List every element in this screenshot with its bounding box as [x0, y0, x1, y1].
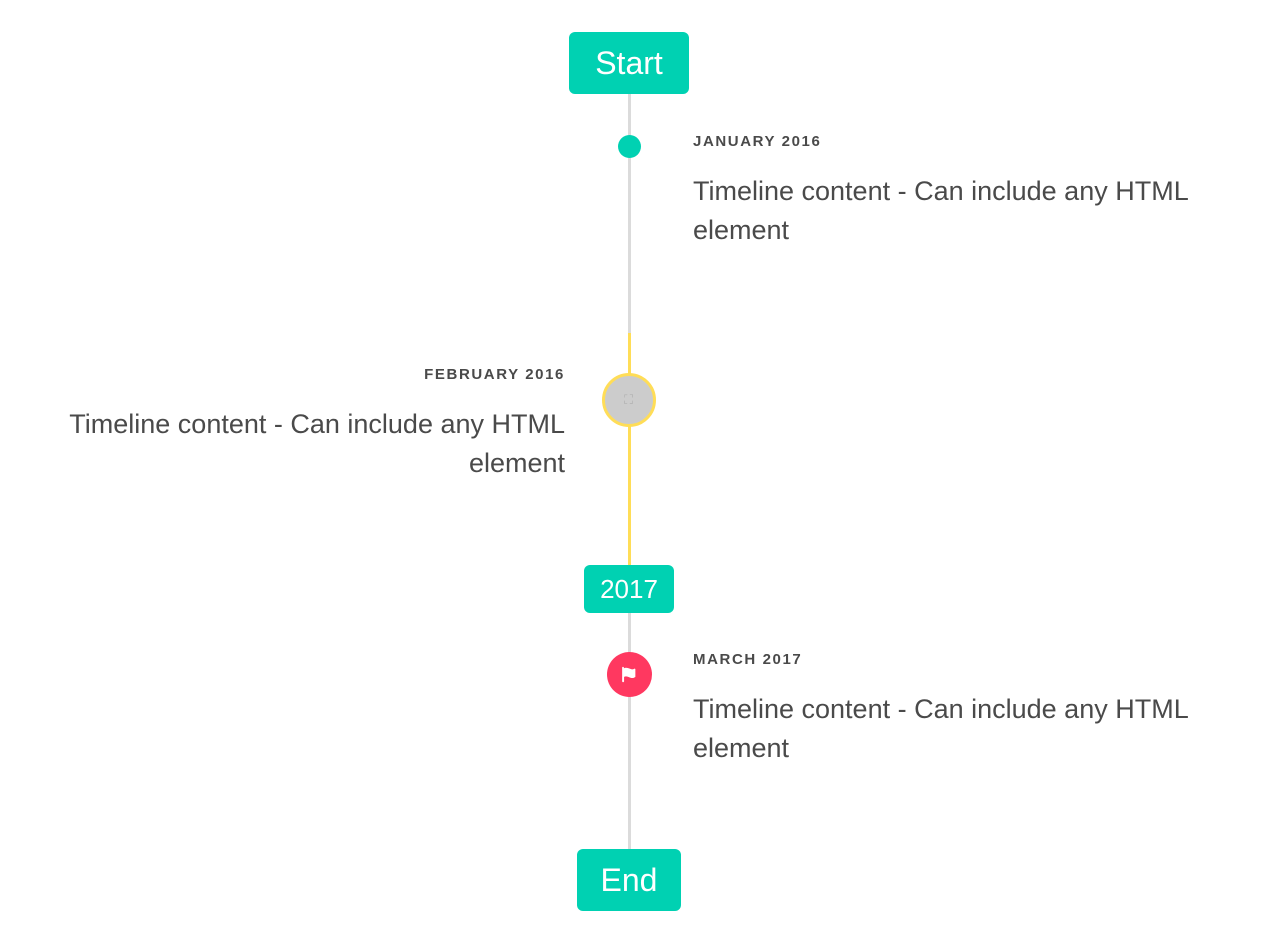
timeline-item-body: Timeline content - Can include any HTML … [69, 408, 565, 478]
flag-glyph [622, 666, 636, 683]
timeline-item-heading: JANUARY 2016 [693, 133, 822, 150]
timeline-rail-top [628, 94, 631, 333]
timeline-rail-active [628, 333, 631, 565]
timeline-rail-bottom [628, 613, 631, 850]
timeline-item-heading: MARCH 2017 [693, 651, 803, 668]
timeline-item-february: FEBRUARY 2016 Timeline content - Can inc… [40, 365, 565, 483]
timeline-footer-badge[interactable]: End [577, 849, 681, 911]
timeline-item-january: JANUARY 2016 Timeline content - Can incl… [693, 132, 1221, 250]
timeline-middle-badge[interactable]: 2017 [584, 565, 674, 613]
dot-icon[interactable] [618, 135, 641, 158]
flag-icon[interactable] [607, 652, 652, 697]
timeline-item-body: Timeline content - Can include any HTML … [693, 175, 1188, 245]
timeline-item-heading: FEBRUARY 2016 [424, 366, 565, 383]
broken-image-icon[interactable]: ⛶ [602, 373, 656, 427]
timeline-item-march: MARCH 2017 Timeline content - Can includ… [693, 650, 1221, 768]
timeline-item-body: Timeline content - Can include any HTML … [693, 693, 1188, 763]
broken-image-glyph: ⛶ [623, 392, 635, 408]
timeline-header-badge[interactable]: Start [569, 32, 689, 94]
